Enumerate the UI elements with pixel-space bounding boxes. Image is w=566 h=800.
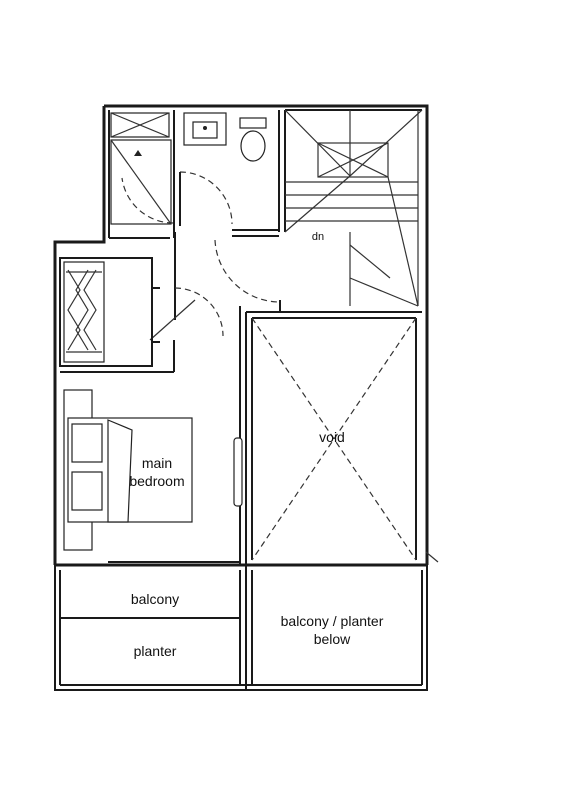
void-label: void bbox=[319, 429, 345, 445]
balcony-planter-label-line2: below bbox=[314, 631, 351, 647]
shower-icon bbox=[110, 112, 172, 225]
bed-icon bbox=[63, 389, 193, 551]
dn-label: dn bbox=[312, 231, 324, 243]
wardrobe-icon bbox=[59, 257, 160, 367]
planter-label: planter bbox=[134, 643, 177, 659]
main-bedroom-label-line2: bedroom bbox=[129, 473, 184, 489]
balcony-area: balcony planter balcony / planter below bbox=[60, 551, 439, 690]
basin-icon bbox=[183, 112, 227, 146]
toilet-icon bbox=[239, 117, 267, 162]
bathroom bbox=[108, 110, 280, 239]
balcony-planter-label-line1: balcony / planter bbox=[281, 613, 384, 629]
corridor-doors bbox=[149, 232, 281, 341]
balcony-label: balcony bbox=[131, 591, 179, 607]
stairs-icon bbox=[284, 109, 423, 307]
main-bedroom: main bedroom bbox=[60, 306, 247, 565]
main-bedroom-label-line1: main bbox=[142, 455, 172, 471]
void-area: void bbox=[246, 311, 422, 561]
